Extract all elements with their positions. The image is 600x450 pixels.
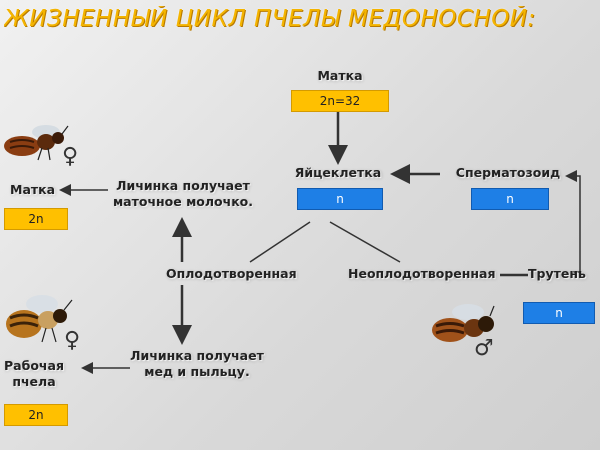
sperm-label: Сперматозоид: [455, 165, 561, 180]
worker-larva-text: Личинка получает мед и пыльцу.: [122, 348, 272, 380]
queen-bee-image: [4, 125, 69, 161]
drone-chromosome-box: n: [523, 302, 595, 324]
worker-larva-line2: мед и пыльцу.: [144, 364, 250, 379]
egg-to-unfertilized-line: [329, 221, 401, 263]
egg-label: Яйцеклетка: [294, 165, 382, 180]
queen-left-chromosome-box: 2n: [4, 208, 68, 230]
sperm-chromosome-box: n: [471, 188, 549, 210]
fertilized-label: Оплодотворенная: [166, 266, 297, 281]
drone-to-sperm-line: [565, 170, 581, 273]
female-symbol-worker-icon: ♀: [64, 328, 81, 353]
male-symbol-drone-icon: ♂: [474, 336, 494, 361]
royal-larva-line2: маточное молочко.: [112, 194, 254, 209]
egg-chromosome-box: n: [297, 188, 383, 210]
female-symbol-queen-icon: ♀: [62, 144, 79, 169]
royal-larva-line1: Личинка получает: [116, 178, 250, 193]
drone-label: Трутень: [528, 266, 586, 281]
worker-bee-line1: Рабочая: [4, 358, 64, 373]
worker-chromosome-box: 2n: [4, 404, 68, 426]
unfertilized-label: Неоплодотворенная: [348, 266, 496, 281]
royal-larva-text: Личинка получает маточное молочко.: [108, 178, 258, 210]
queen-left-label: Матка: [10, 182, 56, 197]
diagram-title: ЖИЗНЕННЫЙ ЦИКЛ ПЧЕЛЫ МЕДОНОСНОЙ:: [4, 6, 536, 32]
queen-top-chromosome-box: 2n=32: [291, 90, 389, 112]
worker-bee-line2: пчела: [12, 374, 56, 389]
worker-larva-line1: Личинка получает: [130, 348, 264, 363]
egg-to-fertilized-line: [249, 221, 311, 263]
worker-bee-image: [6, 295, 73, 343]
queen-top-label: Матка: [317, 68, 363, 83]
drone-bee-image: [432, 304, 495, 342]
worker-bee-label: Рабочая пчела: [0, 358, 68, 390]
